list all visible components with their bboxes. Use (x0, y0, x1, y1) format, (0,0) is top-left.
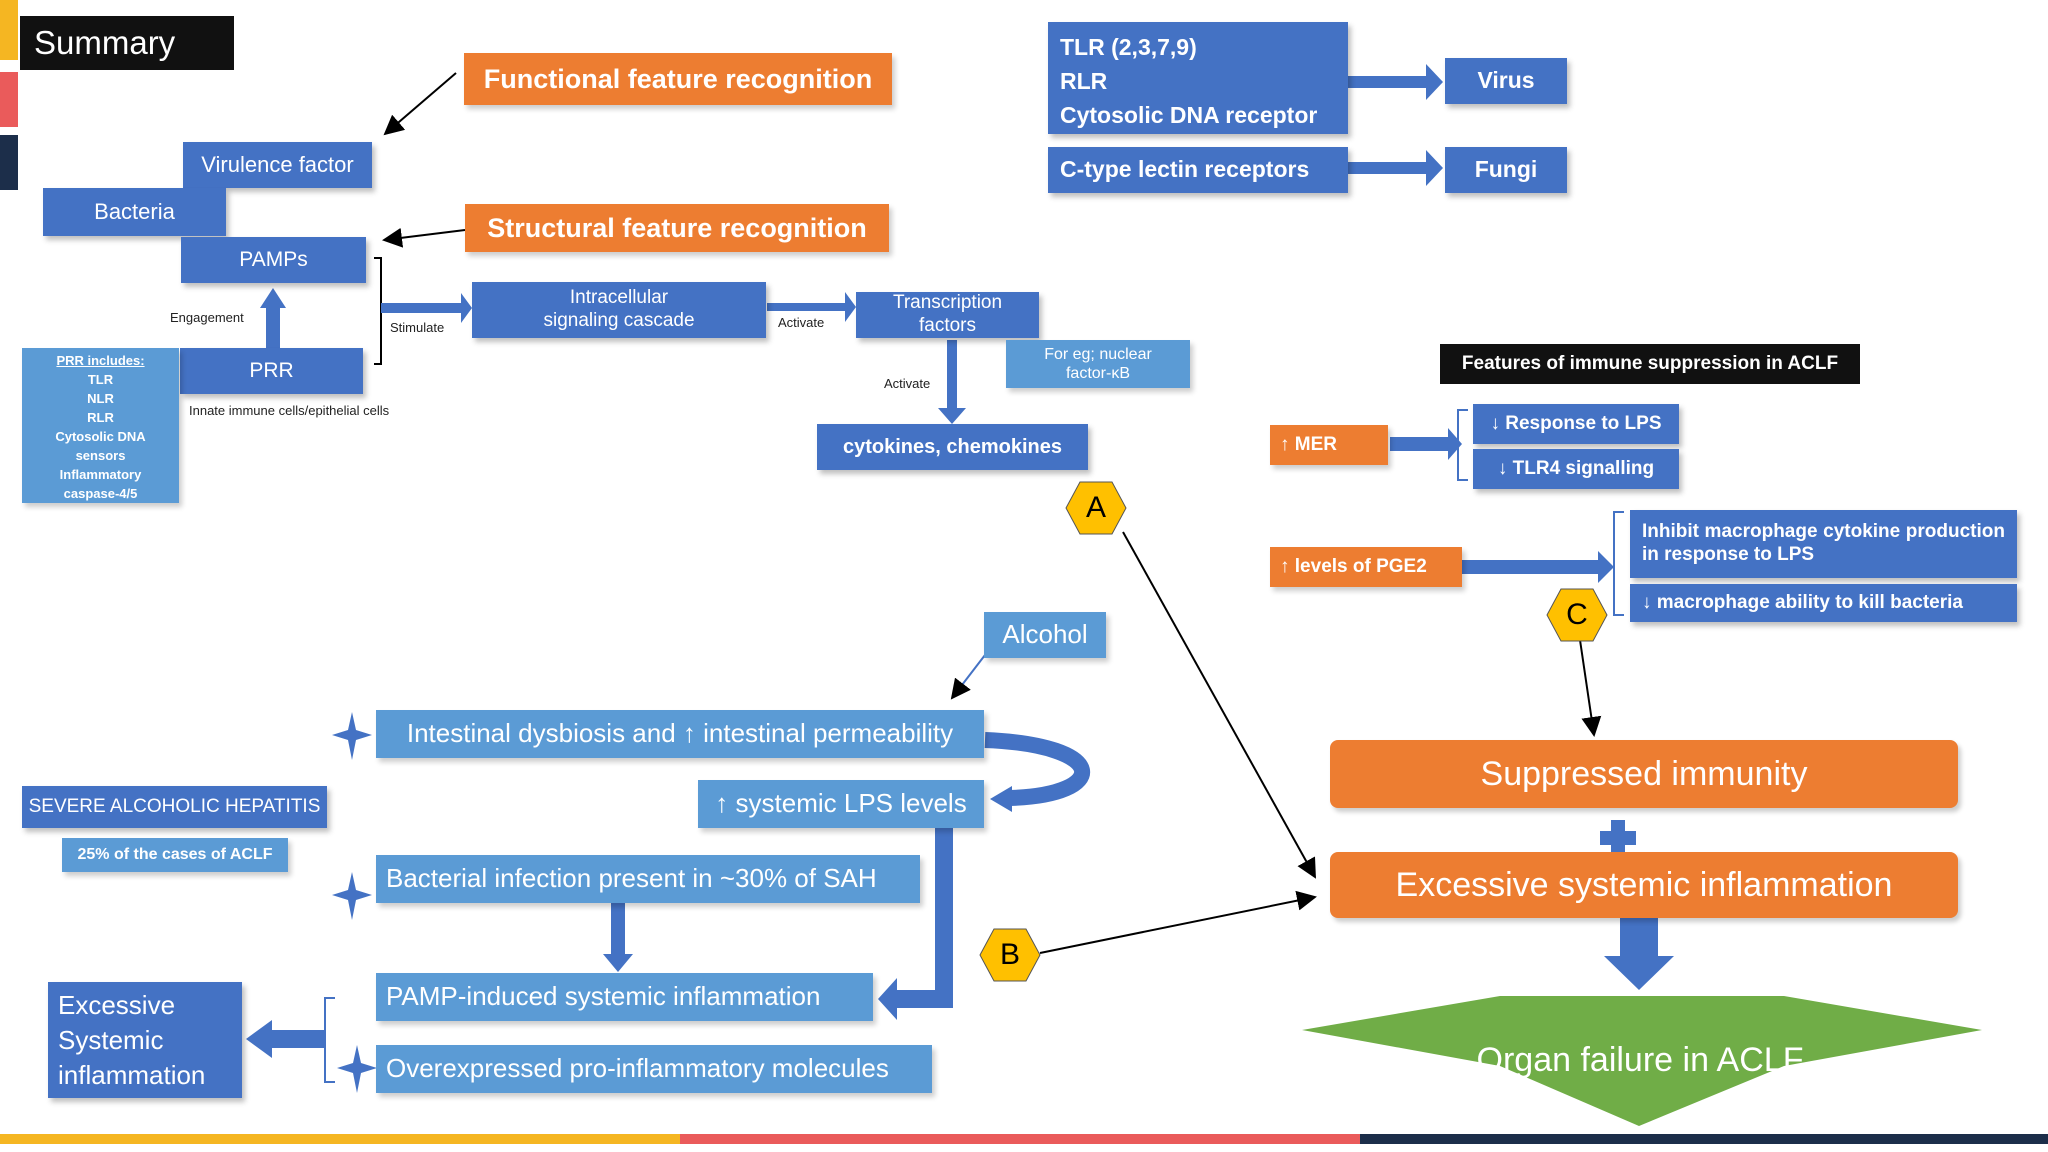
sparkle-1 (332, 712, 372, 760)
sparkle-3 (337, 1045, 377, 1093)
arrow-a-to-excessive (1122, 531, 1316, 879)
infection-box: Bacterial infection present in ~30% of S… (376, 855, 920, 903)
overexpressed-box: Overexpressed pro-inflammatory molecules (376, 1045, 932, 1093)
marker-b: B (999, 938, 1020, 971)
transcription-factors-box: Transcription factors (856, 292, 1039, 338)
edge-strip-yellow (0, 0, 18, 60)
excessive-inflammation-box: Excessive systemic inflammation (1330, 852, 1958, 918)
tlr4-signalling-box: ↓ TLR4 signalling (1473, 449, 1679, 489)
bottom-band-yellow (0, 1134, 680, 1144)
marker-b-shape (979, 928, 1041, 982)
virulence-factor-box: Virulence factor (183, 142, 372, 188)
edge-strip-red (0, 72, 18, 127)
arrow-functional-to-virulence (383, 72, 457, 136)
tlr-receptors-box: TLR (2,3,7,9) RLR Cytosolic DNA receptor (1048, 22, 1348, 134)
prr-include-item: Cytosolic DNA sensors (55, 429, 146, 463)
ctype-lectin-box: C-type lectin receptors (1048, 147, 1348, 193)
prr-include-item: NLR (87, 391, 114, 406)
organ-failure-shape (1302, 996, 1982, 1126)
prr-include-item: Inflammatory caspase-4/5 (59, 467, 142, 501)
activate-label-2: Activate (884, 376, 931, 391)
sparkle-2 (332, 872, 372, 920)
inhibit-macrophage-box: Inhibit macrophage cytokine production i… (1630, 510, 2017, 578)
innate-cells-label: Innate immune cells/epithelial cells (189, 403, 390, 418)
excessive-systemic-left-box: Excessive Systemic inflammation (48, 982, 242, 1098)
engagement-label: Engagement (170, 310, 244, 325)
bracket-pge2 (1613, 511, 1624, 616)
signaling-cascade-box: Intracellular signaling cascade (472, 282, 766, 338)
activate-label-1: Activate (778, 315, 825, 330)
tlr-line: RLR (1060, 68, 1108, 94)
prr-includes-box: PRR includes: TLR NLR RLR Cytosolic DNA … (22, 348, 179, 503)
arrow-structural-to-pamps (382, 227, 466, 248)
virus-box: Virus (1445, 58, 1567, 104)
bottom-band-navy (1360, 1134, 2048, 1144)
organ-failure-label: Organ failure in ACLF (1476, 1040, 1804, 1079)
suppression-header: Features of immune suppression in ACLF (1440, 344, 1860, 384)
page-title: Summary (20, 16, 234, 70)
suppressed-immunity-box: Suppressed immunity (1330, 740, 1958, 808)
dysbiosis-box: Intestinal dysbiosis and ↑ intestinal pe… (376, 710, 984, 758)
prr-include-item: TLR (87, 372, 114, 387)
sah-percent-box: 25% of the cases of ACLF (62, 838, 288, 872)
tlr-line: Cytosolic DNA receptor (1060, 102, 1318, 128)
prr-includes-title: PRR includes: (56, 353, 145, 368)
curve-dysbiosis-to-lps (984, 732, 1090, 806)
arrow-b-to-excessive (1039, 890, 1317, 954)
cytokines-box: cytokines, chemokines (817, 424, 1088, 470)
mer-box: ↑ MER (1270, 425, 1388, 465)
lps-response-box: ↓ Response to LPS (1473, 404, 1679, 444)
arrow-alcohol-to-dysbiosis (950, 654, 986, 700)
functional-recognition-box: Functional feature recognition (464, 53, 892, 105)
alcohol-box: Alcohol (984, 612, 1106, 658)
pamps-box: PAMPs (181, 237, 366, 283)
pge2-box: ↑ levels of PGE2 (1270, 547, 1462, 587)
stimulate-label: Stimulate (390, 320, 445, 335)
bracket-left (324, 997, 335, 1083)
lps-levels-box: ↑ systemic LPS levels (698, 780, 984, 828)
bottom-band-red (680, 1134, 1360, 1144)
arrow-c-to-suppressed (1579, 639, 1602, 737)
marker-c: C (1566, 598, 1588, 631)
pamp-induced-box: PAMP-induced systemic inflammation (376, 973, 873, 1021)
marker-c-shape (1546, 588, 1608, 642)
tlr-line: TLR (2,3,7,9) (1060, 34, 1197, 60)
fungi-box: Fungi (1445, 147, 1567, 193)
bacteria-box: Bacteria (43, 188, 226, 236)
bracket-pamps-prr (374, 257, 382, 365)
structural-recognition-box: Structural feature recognition (465, 204, 889, 252)
prr-include-item: RLR (87, 410, 114, 425)
nfkb-example-box: For eg; nuclear factor-κB (1006, 340, 1190, 388)
marker-a-shape (1065, 481, 1127, 535)
marker-a: A (1085, 491, 1106, 524)
macrophage-kill-box: ↓ macrophage ability to kill bacteria (1630, 584, 2017, 622)
edge-strip-navy (0, 135, 18, 190)
prr-box: PRR (180, 348, 363, 394)
sah-box: SEVERE ALCOHOLIC HEPATITIS (22, 786, 327, 828)
